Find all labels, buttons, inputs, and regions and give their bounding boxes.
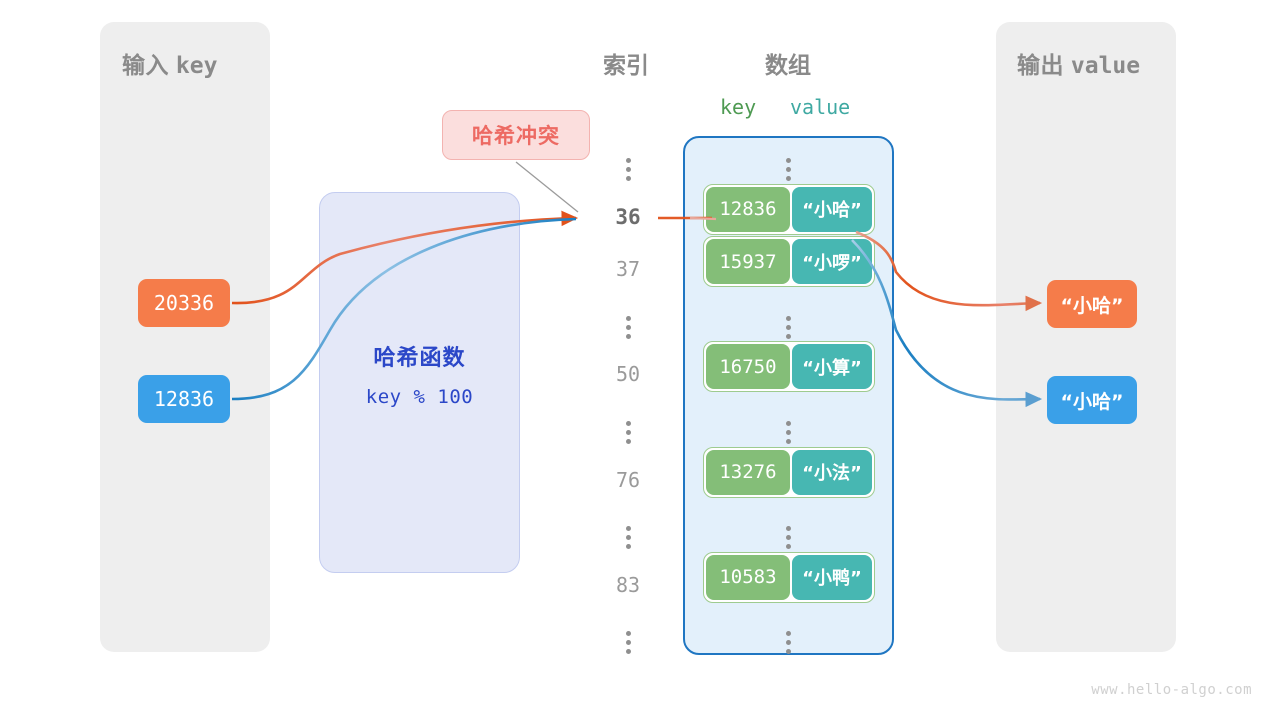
index-column-heading: 索引	[603, 52, 649, 78]
collision-leader-line	[515, 161, 579, 213]
index-ellipsis	[618, 154, 638, 185]
bucket-entry-36[interactable]: 12836“小哈”	[703, 183, 875, 235]
bucket-key-50: 16750	[706, 344, 790, 390]
output-value-pill-0[interactable]: “小哈”	[1047, 280, 1137, 328]
index-ellipsis	[618, 522, 638, 553]
input-panel-title-mono: key	[175, 53, 218, 79]
index-label-36: 36	[615, 204, 641, 229]
output-value-pill-1[interactable]: “小哈”	[1047, 376, 1137, 424]
array-ellipsis	[778, 154, 798, 185]
array-ellipsis	[778, 627, 798, 658]
bucket-entry-50[interactable]: 16750“小算”	[703, 341, 875, 393]
index-label-83: 83	[615, 572, 641, 597]
bucket-key-83: 10583	[706, 554, 790, 600]
bucket-value-50: “小算”	[791, 344, 872, 390]
bucket-entry-37[interactable]: 15937“小啰”	[703, 236, 875, 288]
bucket-key-36: 12836	[706, 186, 790, 232]
hash-function-text-group: 哈希函数 key % 100	[319, 340, 520, 408]
hash-collision-callout[interactable]: 哈希冲突	[442, 110, 590, 160]
bucket-entry-83[interactable]: 10583“小鸭”	[703, 551, 875, 603]
bucket-key-heading: key	[720, 95, 757, 119]
watermark: www.hello-algo.com	[1091, 682, 1252, 698]
index-label-50: 50	[615, 362, 641, 387]
output-panel-title: 输出 value	[1017, 46, 1140, 80]
bucket-value-heading: value	[790, 95, 851, 119]
input-panel-title-cn: 输入	[122, 52, 169, 78]
output-value-panel	[996, 22, 1176, 652]
hash-function-expression: key % 100	[365, 386, 474, 408]
input-key-pill-1[interactable]: 12836	[138, 375, 230, 423]
index-ellipsis	[618, 627, 638, 658]
hash-function-name: 哈希函数	[373, 345, 466, 370]
index-ellipsis	[618, 417, 638, 448]
array-ellipsis	[778, 522, 798, 553]
index-ellipsis	[618, 312, 638, 343]
array-ellipsis	[778, 417, 798, 448]
bucket-key-37: 15937	[706, 239, 790, 285]
input-panel-title: 输入 key	[122, 46, 217, 80]
input-key-panel	[100, 22, 270, 652]
input-key-pill-0[interactable]: 20336	[138, 279, 230, 327]
bucket-key-76: 13276	[706, 449, 790, 495]
bucket-value-76: “小法”	[791, 449, 872, 495]
output-panel-title-cn: 输出	[1017, 52, 1064, 78]
bucket-value-36: “小哈”	[791, 186, 872, 232]
array-column-heading: 数组	[765, 52, 811, 78]
output-panel-title-mono: value	[1070, 53, 1141, 79]
bucket-entry-76[interactable]: 13276“小法”	[703, 446, 875, 498]
bucket-value-83: “小鸭”	[791, 554, 872, 600]
index-label-76: 76	[615, 467, 641, 492]
index-label-37: 37	[615, 257, 641, 282]
bucket-value-37: “小啰”	[791, 239, 872, 285]
array-ellipsis	[778, 312, 798, 343]
